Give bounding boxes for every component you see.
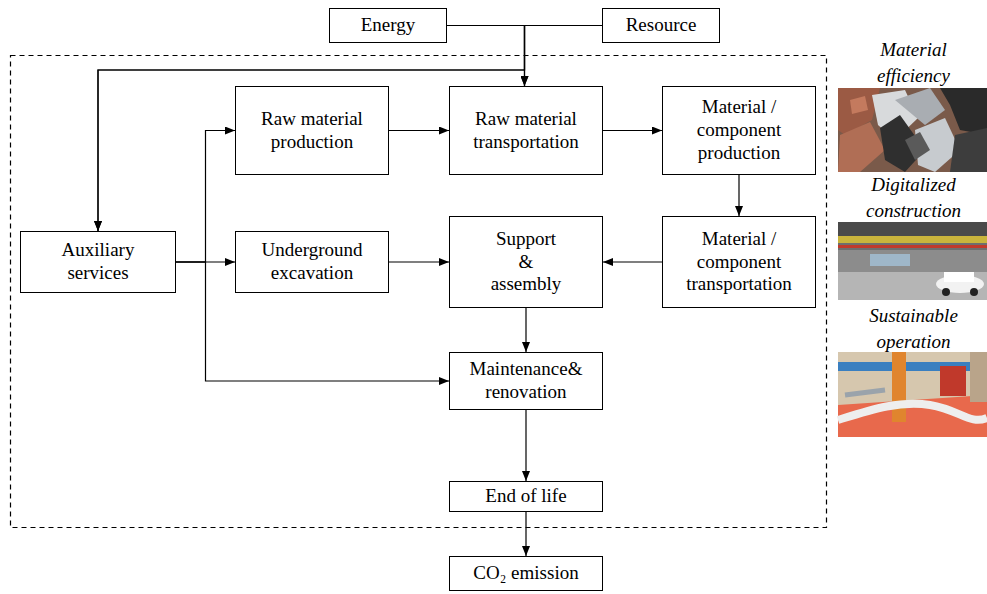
box-text: Raw material production bbox=[244, 108, 380, 154]
material-photo bbox=[838, 88, 987, 172]
illustration-shape bbox=[892, 352, 906, 422]
image-caption: Material efficiency bbox=[856, 37, 971, 89]
flow-arrow bbox=[98, 26, 602, 232]
illustration-shape bbox=[905, 132, 930, 160]
illustration-shape bbox=[940, 88, 987, 135]
process-box: Resource bbox=[602, 8, 720, 43]
flow-arrow bbox=[389, 130, 449, 131]
flow-arrow bbox=[525, 410, 526, 481]
box-text: Energy bbox=[361, 14, 416, 37]
illustration-shape bbox=[942, 288, 950, 296]
illustration-shape bbox=[838, 236, 987, 243]
illustration-shape bbox=[940, 366, 966, 396]
illustration-shape bbox=[838, 88, 987, 172]
illustration-shape bbox=[838, 250, 987, 272]
process-box: End of life bbox=[449, 481, 603, 512]
illustration-shape bbox=[838, 404, 987, 420]
illustration-shape bbox=[838, 222, 987, 300]
box-text: End of life bbox=[485, 485, 566, 508]
illustration-shape bbox=[838, 352, 987, 437]
box-text: Support & assembly bbox=[489, 228, 563, 296]
illustration-shape bbox=[950, 128, 987, 172]
illustration-shape bbox=[850, 96, 868, 114]
process-box: Support & assembly bbox=[449, 216, 603, 308]
illustration-shape bbox=[944, 272, 974, 282]
process-box: Underground excavation bbox=[235, 231, 389, 293]
process-box: Material / component production bbox=[662, 86, 816, 175]
process-box: Raw material transportation bbox=[449, 86, 603, 175]
illustration-shape bbox=[845, 390, 885, 395]
process-box: Raw material production bbox=[235, 86, 389, 175]
flow-arrow bbox=[603, 130, 662, 131]
image-caption: Sustainable operation bbox=[856, 303, 971, 355]
box-text: Underground excavation bbox=[244, 239, 380, 285]
illustration-shape bbox=[895, 88, 945, 125]
flow-arrow bbox=[525, 512, 526, 556]
illustration-shape bbox=[838, 245, 987, 248]
process-box: Material / component transportation bbox=[662, 216, 816, 308]
flow-arrow bbox=[176, 131, 235, 263]
illustration-shape bbox=[838, 395, 987, 437]
process-box: Energy bbox=[329, 8, 447, 43]
box-text: Auxiliary services bbox=[43, 239, 153, 285]
process-box: CO₂ emission bbox=[449, 556, 603, 591]
flow-arrow bbox=[389, 261, 449, 262]
image-caption: Digitalized construction bbox=[856, 172, 971, 224]
flow-arrow bbox=[738, 175, 739, 216]
box-text: Maintenance& renovation bbox=[458, 358, 594, 404]
illustration-shape bbox=[970, 288, 978, 296]
process-box: Maintenance& renovation bbox=[449, 352, 603, 410]
box-text: Material / component production bbox=[671, 96, 807, 164]
flow-arrow bbox=[525, 26, 603, 87]
tunnel-render bbox=[838, 222, 987, 300]
flow-arrow bbox=[525, 308, 526, 352]
illustration-shape bbox=[838, 222, 987, 236]
system-boundary bbox=[11, 56, 827, 528]
box-text: CO₂ emission bbox=[473, 562, 578, 585]
plant-render bbox=[838, 352, 987, 437]
flow-arrow bbox=[447, 26, 525, 87]
illustration-shape bbox=[970, 352, 987, 402]
flow-arrow bbox=[603, 261, 662, 262]
box-text: Raw material transportation bbox=[458, 108, 594, 154]
illustration-shape bbox=[838, 122, 885, 172]
illustration-shape bbox=[870, 254, 910, 266]
process-box: Auxiliary services bbox=[20, 231, 176, 293]
box-text: Material / component transportation bbox=[671, 228, 807, 296]
illustration-shape bbox=[838, 272, 987, 300]
box-text: Resource bbox=[626, 14, 697, 37]
